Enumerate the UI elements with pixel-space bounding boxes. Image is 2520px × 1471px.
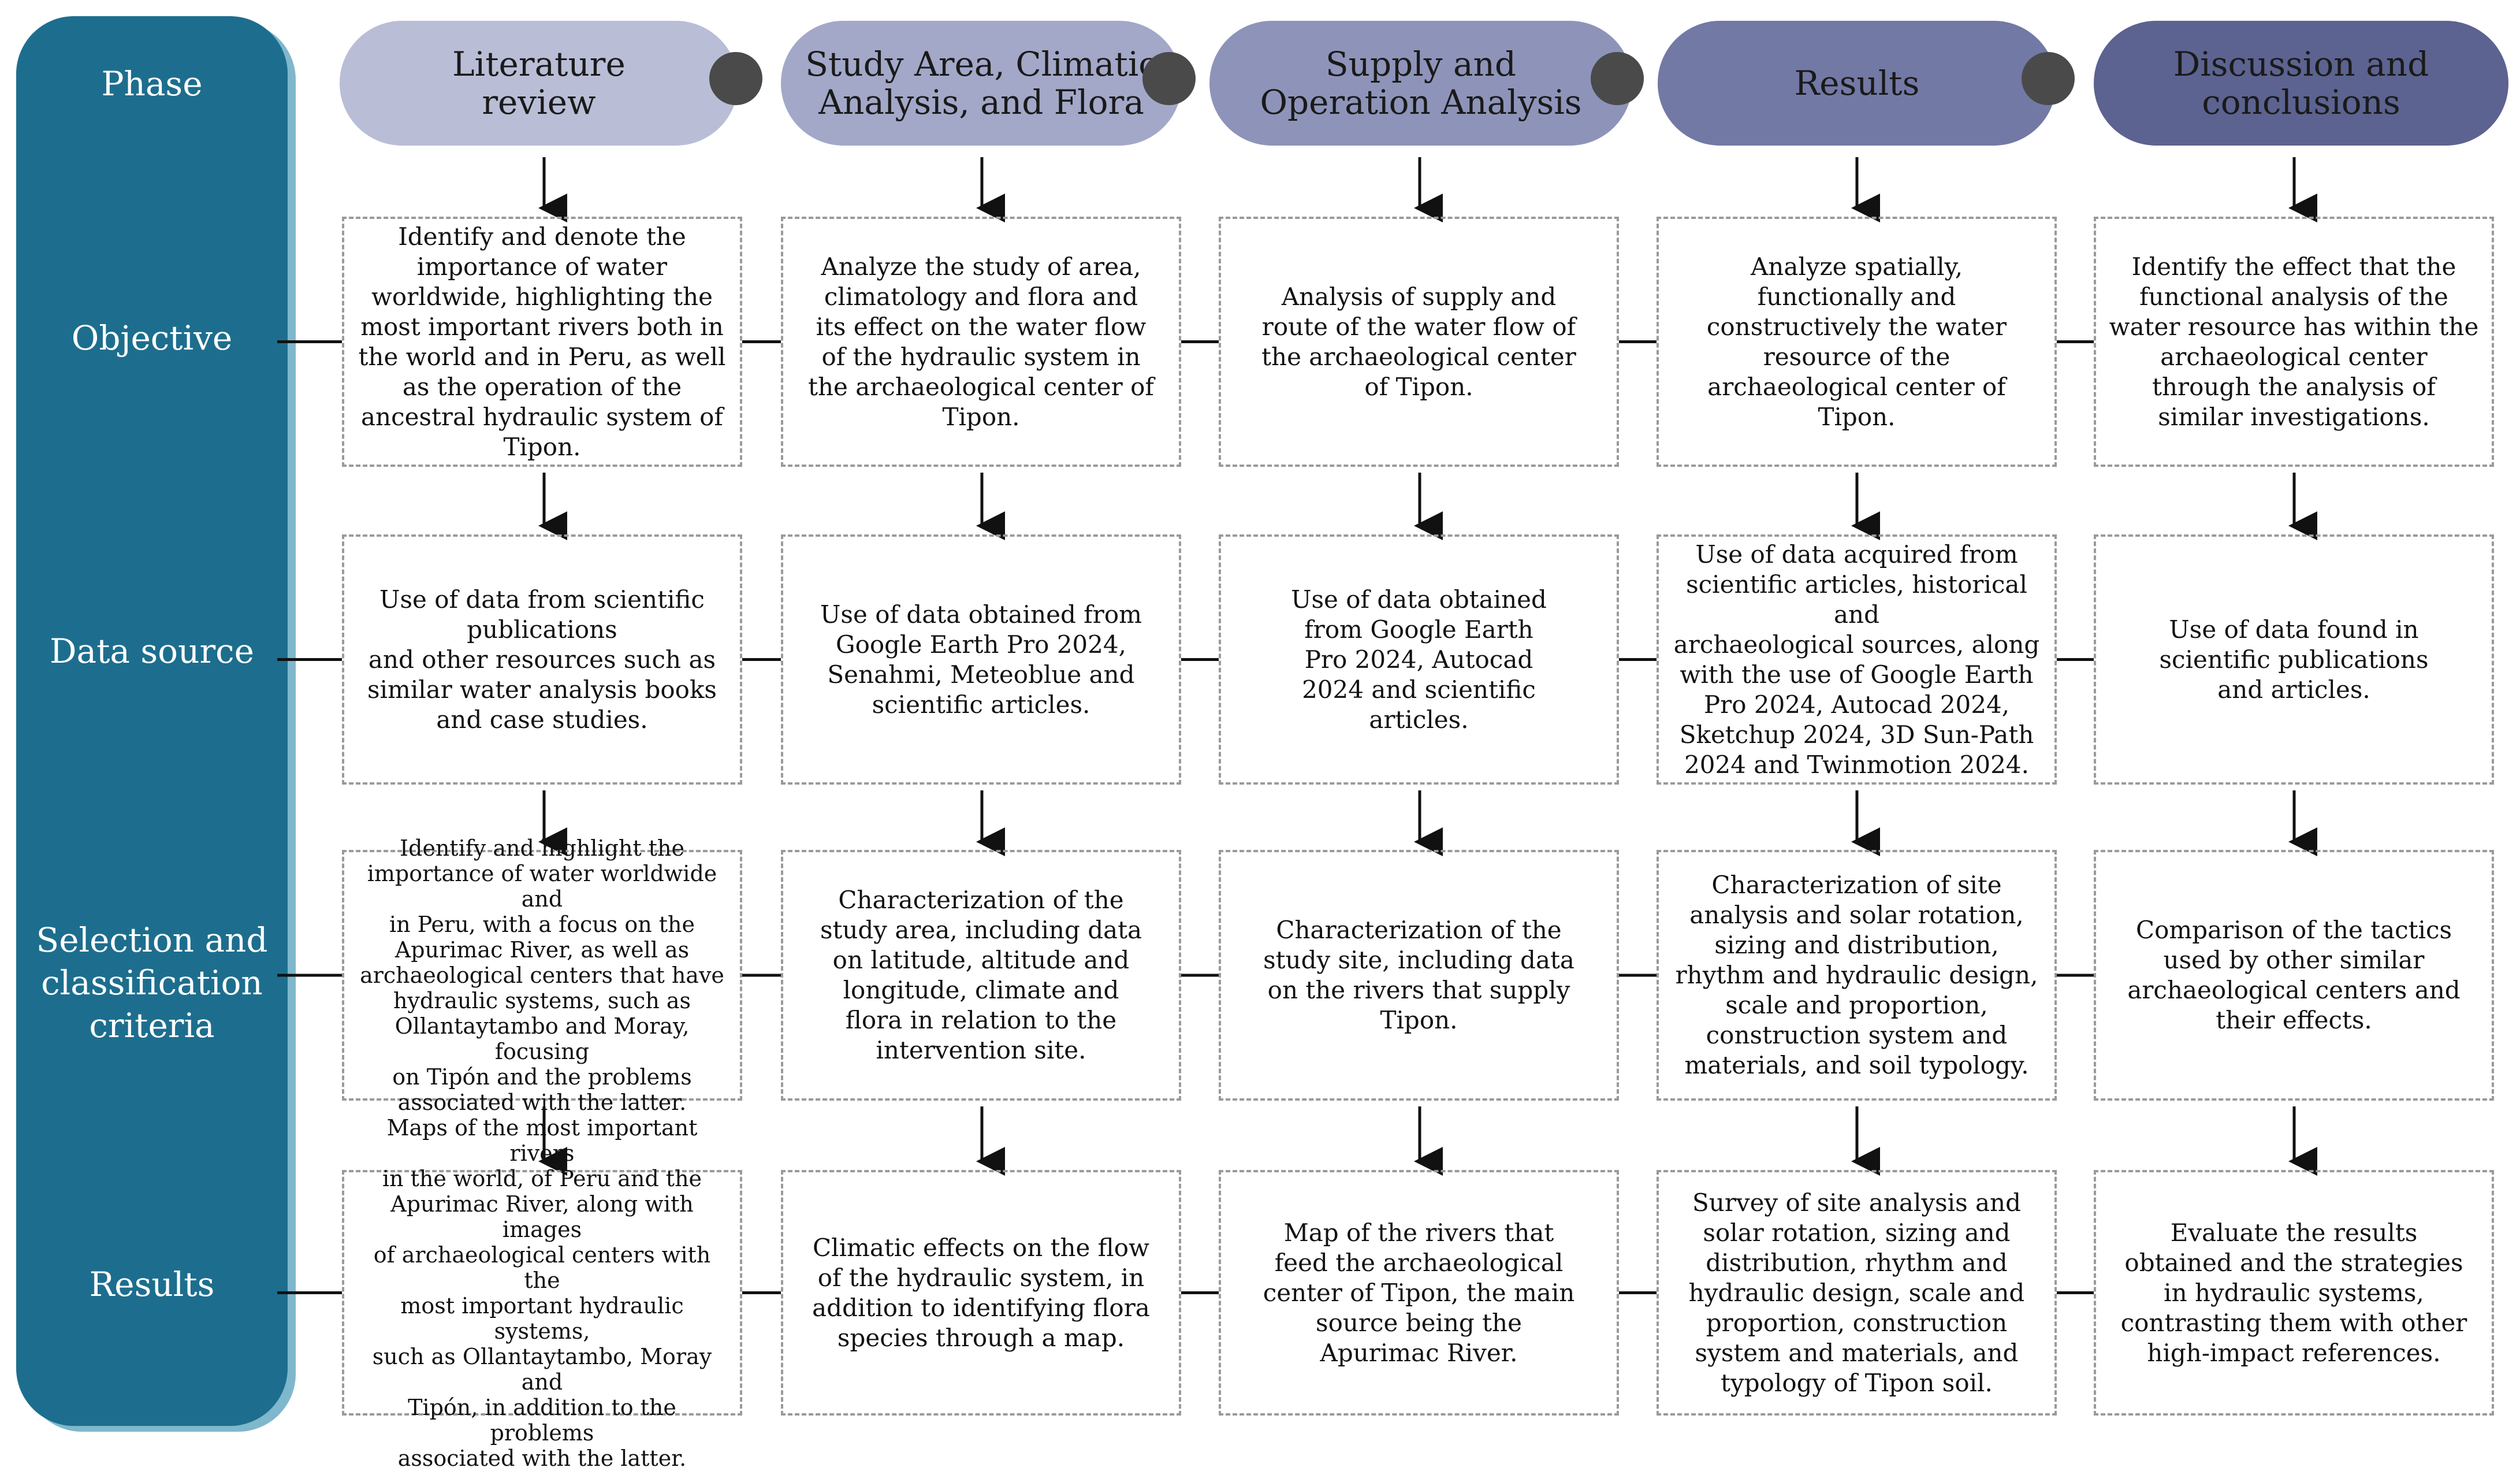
results-box-3: Map of the rivers that feed the archaeol…: [1219, 1170, 1619, 1416]
box-text: Analysis of supply and route of the wate…: [1261, 282, 1576, 401]
phase-label: Literature review: [452, 44, 626, 122]
objective-box-5: Identify the effect that the functional …: [2094, 217, 2494, 467]
objective-box-2: Analyze the study of area, climatology a…: [781, 217, 1181, 467]
selection-box-2: Characterization of the study area, incl…: [781, 850, 1181, 1101]
box-text: Analyze the study of area, climatology a…: [808, 252, 1154, 431]
methodology-flowchart: Phase Objective Data source Selection an…: [16, 16, 2508, 1471]
results-box-5: Evaluate the results obtained and the st…: [2094, 1170, 2494, 1416]
box-text: Identify and highlight the importance of…: [360, 835, 724, 1115]
box-text: Evaluate the results obtained and the st…: [2120, 1218, 2467, 1367]
data-source-box-4: Use of data acquired from scientific art…: [1657, 534, 2057, 785]
phase-connector-dot: [1142, 52, 1196, 105]
results-box-1: Maps of the most important rivers in the…: [342, 1115, 742, 1471]
box-text: Characterization of the study site, incl…: [1263, 916, 1574, 1034]
phase-pill-1: Literature review: [340, 21, 738, 146]
row-label-phase: Phase: [101, 64, 203, 103]
box-text: Climatic effects on the flow of the hydr…: [812, 1233, 1150, 1352]
box-text: Characterization of site analysis and so…: [1675, 871, 2038, 1079]
phase-connector-dot: [1591, 52, 1644, 105]
box-text: Use of data found in scientific publicat…: [2159, 615, 2429, 704]
selection-box-1: Identify and highlight the importance of…: [342, 835, 742, 1115]
box-text: Survey of site analysis and solar rotati…: [1688, 1188, 2025, 1397]
selection-box-4: Characterization of site analysis and so…: [1657, 850, 2057, 1101]
phase-pill-4: Results: [1658, 21, 2056, 146]
selection-box-3: Characterization of the study site, incl…: [1219, 850, 1619, 1101]
row-label-sidebar: [16, 16, 288, 1426]
data-source-box-2: Use of data obtained from Google Earth P…: [781, 534, 1181, 785]
box-text: Map of the rivers that feed the archaeol…: [1263, 1218, 1575, 1367]
box-text: Use of data acquired from scientific art…: [1673, 540, 2040, 779]
box-text: Use of data obtained from Google Earth P…: [1291, 585, 1547, 734]
objective-box-1: Identify and denote the importance of wa…: [342, 217, 742, 467]
phase-pill-3: Supply and Operation Analysis: [1209, 21, 1632, 146]
box-text: Characterization of the study area, incl…: [820, 886, 1142, 1064]
selection-box-5: Comparison of the tactics used by other …: [2094, 850, 2494, 1101]
box-text: Identify and denote the importance of wa…: [358, 222, 726, 461]
box-text: Identify the effect that the functional …: [2109, 252, 2479, 431]
box-text: Use of data obtained from Google Earth P…: [820, 600, 1142, 719]
results-box-2: Climatic effects on the flow of the hydr…: [781, 1170, 1181, 1416]
box-text: Analyze spatially, functionally and cons…: [1706, 252, 2007, 431]
row-label-selection-criteria: Selection and classification criteria: [36, 920, 268, 1045]
box-text: Use of data from scientific publications…: [367, 585, 717, 734]
row-label-results: Results: [89, 1265, 215, 1304]
results-box-4: Survey of site analysis and solar rotati…: [1657, 1170, 2057, 1416]
phase-connector-dot: [2022, 52, 2075, 105]
phase-label: Discussion and conclusions: [2173, 44, 2429, 122]
box-text: Maps of the most important rivers in the…: [372, 1115, 712, 1471]
row-label-data-source: Data source: [50, 632, 254, 671]
objective-box-3: Analysis of supply and route of the wate…: [1219, 217, 1619, 467]
phase-label: Supply and Operation Analysis: [1260, 44, 1582, 122]
phase-label: Study Area, Climatic Analysis, and Flora: [805, 44, 1157, 122]
data-source-box-5: Use of data found in scientific publicat…: [2094, 534, 2494, 785]
phase-label: Results: [1794, 64, 1920, 103]
phase-pill-2: Study Area, Climatic Analysis, and Flora: [781, 21, 1182, 146]
box-text: Comparison of the tactics used by other …: [2127, 916, 2461, 1034]
phase-pill-5: Discussion and conclusions: [2094, 21, 2508, 146]
phase-connector-dot: [709, 52, 762, 105]
row-label-objective: Objective: [71, 318, 233, 358]
objective-box-4: Analyze spatially, functionally and cons…: [1657, 217, 2057, 467]
connector-lines: [277, 157, 2317, 1294]
data-source-box-3: Use of data obtained from Google Earth P…: [1219, 534, 1619, 785]
data-source-box-1: Use of data from scientific publications…: [342, 534, 742, 785]
